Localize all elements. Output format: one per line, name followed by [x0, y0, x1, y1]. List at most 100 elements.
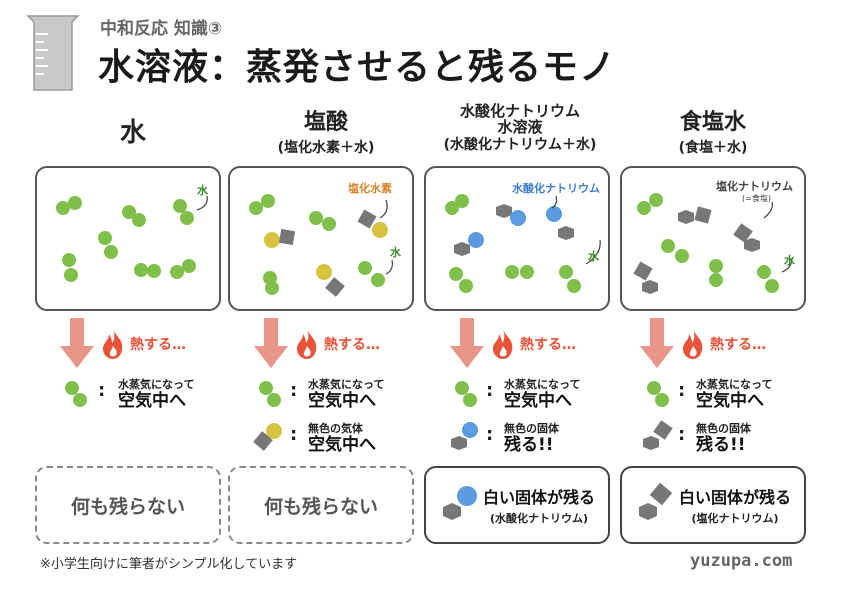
- colon: :: [486, 380, 494, 401]
- salt-tag: 塩化ナトリウム: [716, 180, 793, 193]
- result-label: 白い固体が残る: [482, 488, 595, 507]
- molecules-water: [56, 195, 208, 282]
- outcome-naoh: 無色の固体 残る!!: [504, 422, 559, 455]
- hcl-molecule: [264, 232, 280, 248]
- outcome-naoh-icon: [448, 420, 482, 456]
- result-salt: 白い固体が残る (塩化ナトリウム): [620, 466, 806, 544]
- outcome-water-icon: [644, 378, 674, 412]
- water-molecule: [358, 261, 372, 275]
- salt-solid-icon: [638, 483, 673, 520]
- heat-label: 熱する…: [710, 337, 766, 353]
- result-label: 何も残らない: [263, 495, 378, 518]
- water-molecule: [637, 201, 651, 215]
- water-tag: 水: [588, 250, 599, 263]
- beaker-icon: [24, 12, 82, 94]
- outcome-big: 空気中へ: [504, 391, 572, 411]
- flame-icon: [490, 328, 516, 364]
- naoh-molecule: [454, 242, 470, 256]
- water-molecule: [445, 201, 459, 215]
- naoh-molecule: [496, 204, 512, 218]
- salt-tag-note: (=食塩): [742, 194, 771, 203]
- salt-molecule: [733, 223, 753, 243]
- colon: :: [678, 380, 686, 401]
- outcome-hcl-icon: [252, 420, 286, 456]
- water-tag: 水: [784, 254, 795, 267]
- outcome-water: 水蒸気になって 空気中へ: [696, 378, 772, 411]
- outcome-small: 無色の固体: [696, 422, 751, 435]
- heat-label: 熱する…: [520, 337, 576, 353]
- panel-water: 水: [35, 166, 221, 311]
- heat-label: 熱する…: [324, 337, 380, 353]
- column-header-hcl: 塩酸 (塩化水素＋水): [233, 104, 419, 156]
- page-subtitle: 中和反応 知識③: [100, 19, 223, 39]
- water-molecule: [134, 263, 148, 277]
- outcome-water-icon: [256, 378, 286, 412]
- colon: :: [486, 424, 494, 445]
- column-title: 水: [119, 118, 146, 148]
- outcome-big: 空気中へ: [308, 391, 376, 411]
- result-label: 何も残らない: [70, 495, 185, 518]
- water-molecule: [98, 231, 112, 245]
- outcome-small: 水蒸気になって: [504, 378, 581, 391]
- hcl-tag: 塩化水素: [348, 182, 392, 195]
- hcl-molecule: [316, 264, 332, 280]
- water-molecule: [709, 259, 723, 273]
- water-tag: 水: [197, 184, 208, 197]
- water-molecule: [757, 265, 771, 279]
- result-water: 何も残らない: [35, 466, 221, 544]
- water-molecule: [122, 205, 136, 219]
- panel-naoh: 水酸化ナトリウム 水: [424, 166, 610, 311]
- water-molecule: [249, 201, 263, 215]
- salt-molecule: [633, 261, 653, 281]
- heat-label: 熱する…: [130, 337, 186, 353]
- outcome-big: 空気中へ: [118, 391, 186, 411]
- panel-salt: 塩化ナトリウム (=食塩) 水: [620, 166, 806, 311]
- result-hcl: 何も残らない: [228, 466, 414, 544]
- outcome-small: 無色の気体: [308, 422, 363, 435]
- arrow-hcl: [254, 318, 290, 374]
- water-molecule: [62, 253, 76, 267]
- outcome-big: 空気中へ: [308, 435, 376, 455]
- column-header-naoh: 水酸化ナトリウム 水溶液 (水酸化ナトリウム＋水): [420, 103, 620, 153]
- water-molecule: [309, 211, 323, 225]
- column-title: 塩酸: [303, 110, 348, 135]
- arrow-salt: [640, 318, 676, 374]
- flame-icon: [100, 328, 126, 364]
- result-label: 白い固体が残る: [678, 488, 791, 507]
- water-molecule: [56, 201, 70, 215]
- outcome-water: 水蒸気になって 空気中へ: [504, 378, 580, 411]
- arrow-water: [60, 318, 96, 374]
- column-subtitle: (食塩＋水): [678, 140, 748, 156]
- water-molecule: [170, 265, 184, 279]
- naoh-molecule: [546, 206, 562, 222]
- footnote: ※小学生向けに筆者がシンプル化しています: [40, 557, 298, 572]
- outcome-big: 残る!!: [696, 435, 746, 455]
- outcome-small: 水蒸気になって: [308, 378, 385, 391]
- colon: :: [678, 424, 686, 445]
- flame-icon: [294, 328, 320, 364]
- column-header-salt: 食塩水 (食塩＋水): [620, 104, 806, 156]
- outcome-water: 水蒸気になって 空気中へ: [118, 378, 194, 411]
- molecules-salt: [633, 193, 793, 294]
- column-header-water: 水: [40, 112, 226, 149]
- outcome-salt-icon: [640, 420, 674, 456]
- outcome-small: 水蒸気になって: [118, 378, 195, 391]
- water-molecule: [661, 239, 675, 253]
- page-title: 水溶液：蒸発させると残るモノ: [98, 47, 617, 88]
- result-sublabel: (塩化ナトリウム): [691, 512, 779, 525]
- colon: :: [290, 380, 298, 401]
- colon: :: [290, 424, 298, 445]
- result-naoh: 白い固体が残る (水酸化ナトリウム): [424, 466, 610, 544]
- outcome-water-icon: [452, 378, 482, 412]
- outcome-small: 水蒸気になって: [696, 378, 773, 391]
- water-molecule: [173, 199, 187, 213]
- outcome-big: 空気中へ: [696, 391, 764, 411]
- site-link[interactable]: yuzupa.com: [690, 551, 793, 571]
- outcome-small: 無色の固体: [504, 422, 559, 435]
- water-molecule: [449, 267, 463, 281]
- colon: :: [98, 380, 106, 401]
- molecules-hcl: [249, 194, 393, 297]
- outcome-salt: 無色の固体 残る!!: [696, 422, 751, 455]
- water-molecule: [559, 265, 573, 279]
- result-sublabel: (水酸化ナトリウム): [489, 512, 589, 525]
